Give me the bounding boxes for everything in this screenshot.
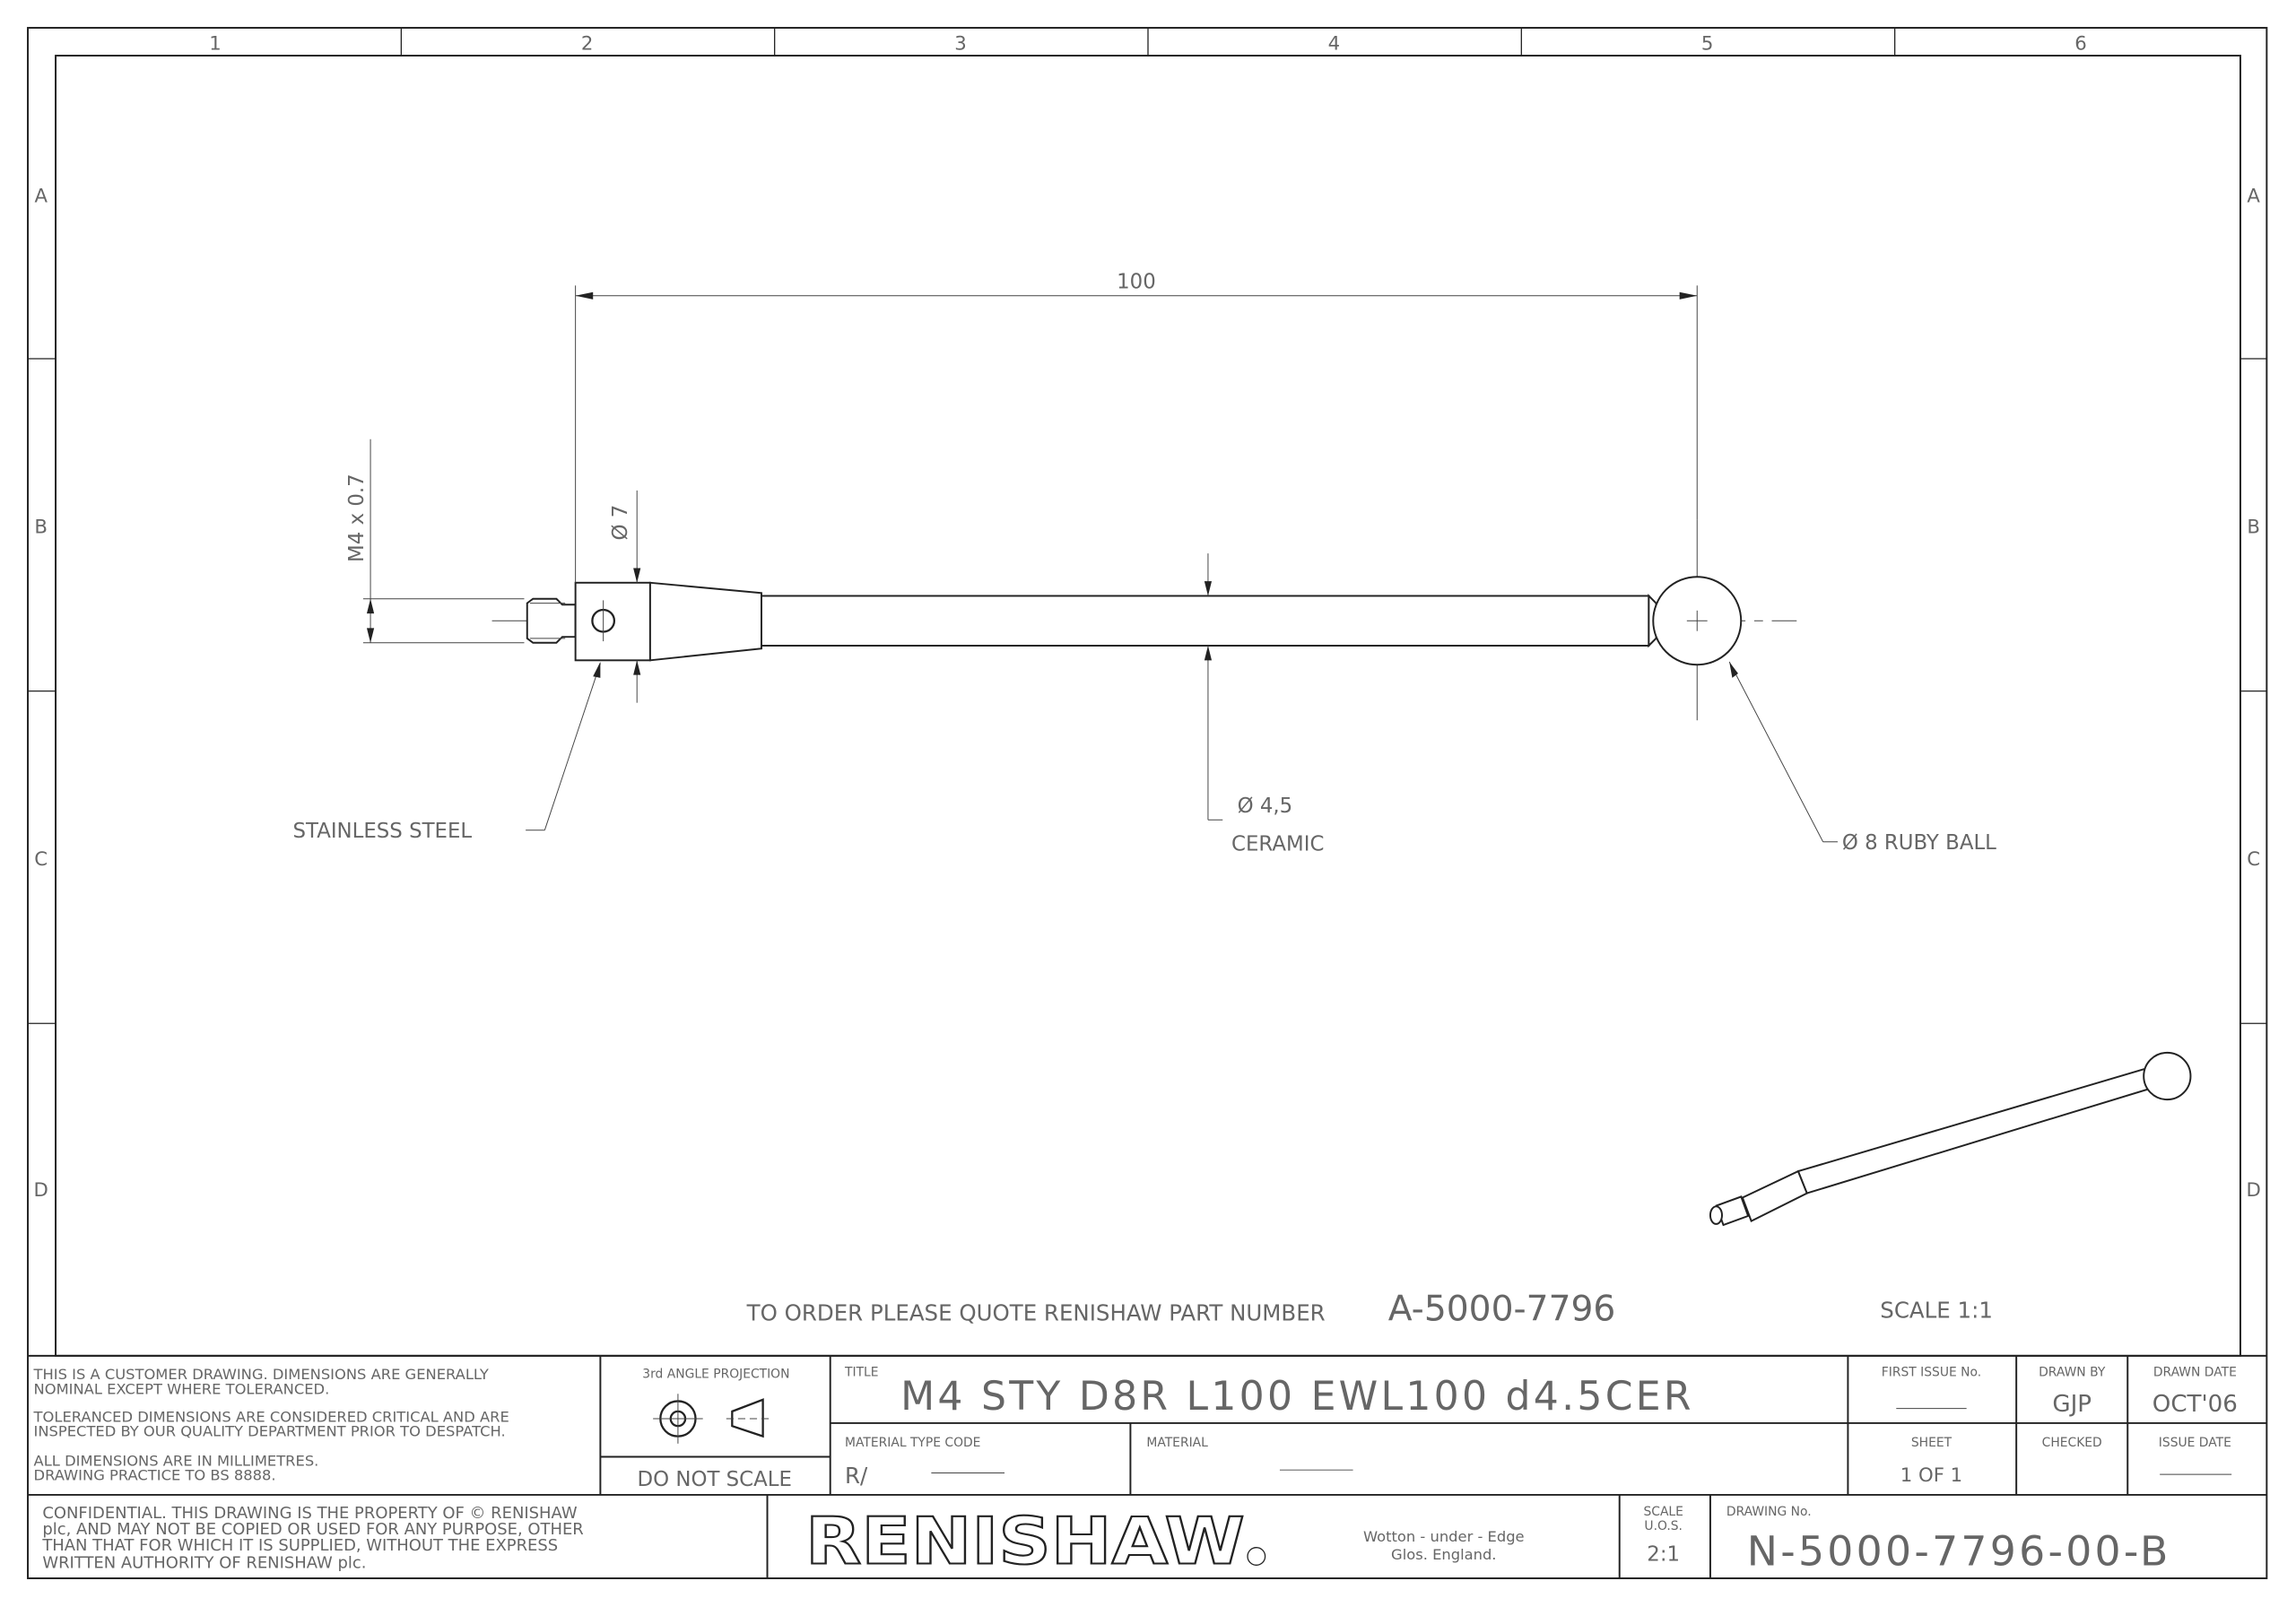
issue-date-label: ISSUE DATE bbox=[2159, 1436, 2231, 1450]
leader-body-material: STAINLESS STEEL bbox=[293, 661, 601, 843]
note-line: ALL DIMENSIONS ARE IN MILLIMETRES. bbox=[34, 1452, 319, 1469]
scale-note: SCALE 1:1 bbox=[1880, 1297, 1993, 1323]
projection-label: 3rd ANGLE PROJECTION bbox=[642, 1367, 789, 1381]
note-line: THIS IS A CUSTOMER DRAWING. DIMENSIONS A… bbox=[33, 1366, 489, 1383]
grid-row-label: B bbox=[2247, 516, 2260, 538]
drawn-by-label: DRAWN BY bbox=[2039, 1366, 2106, 1380]
title-block: THIS IS A CUSTOMER DRAWING. DIMENSIONS A… bbox=[28, 1354, 2267, 1580]
grid-col-label: 2 bbox=[581, 33, 594, 56]
note-line: INSPECTED BY OUR QUALITY DEPARTMENT PRIO… bbox=[34, 1423, 506, 1440]
dimension-text: M4 x 0.7 bbox=[345, 473, 369, 562]
title-label: TITLE bbox=[844, 1366, 879, 1380]
dimension-text: Ø 7 bbox=[609, 505, 632, 541]
stylus-side-view bbox=[491, 519, 1797, 721]
scale-label: SCALE bbox=[1643, 1505, 1683, 1519]
grid-col-label: 4 bbox=[1328, 33, 1341, 56]
dimension-stem-diameter: Ø 4,5 CERAMIC bbox=[1204, 553, 1324, 856]
confidential-line: THAN THAT FOR WHICH IT IS SUPPLIED, WITH… bbox=[41, 1536, 558, 1555]
drawn-date: OCT'06 bbox=[2152, 1391, 2238, 1418]
checked-label: CHECKED bbox=[2042, 1436, 2102, 1450]
dimension-text: Ø 4,5 bbox=[1238, 795, 1293, 818]
renishaw-logo: RENISHAW bbox=[805, 1504, 1245, 1579]
material-callout: CERAMIC bbox=[1231, 833, 1324, 856]
material-callout: STAINLESS STEEL bbox=[293, 820, 473, 843]
note-line: TOLERANCED DIMENSIONS ARE CONSIDERED CRI… bbox=[33, 1408, 509, 1425]
grid-row-label: B bbox=[34, 516, 48, 538]
material-callout: Ø 8 RUBY BALL bbox=[1842, 831, 1996, 855]
dimension-thread: M4 x 0.7 bbox=[345, 439, 525, 644]
grid-col-label: 5 bbox=[1701, 33, 1714, 56]
drawn-date-label: DRAWN DATE bbox=[2153, 1366, 2237, 1380]
leader-ball: Ø 8 RUBY BALL bbox=[1728, 661, 1996, 855]
grid-row-label: A bbox=[34, 185, 48, 207]
confidential-line: CONFIDENTIAL. THIS DRAWING IS THE PROPER… bbox=[42, 1504, 577, 1523]
third-angle-projection-icon bbox=[653, 1394, 770, 1444]
material-type-code-label: MATERIAL TYPE CODE bbox=[845, 1436, 980, 1450]
order-instruction: TO ORDER PLEASE QUOTE RENISHAW PART NUMB… bbox=[746, 1300, 1326, 1326]
grid-col-label: 1 bbox=[209, 33, 222, 56]
dimension-overall-length: 100 bbox=[575, 271, 1698, 583]
confidential-line: WRITTEN AUTHORITY OF RENISHAW plc. bbox=[42, 1554, 366, 1573]
grid-row-label: D bbox=[34, 1179, 48, 1202]
grid-row-label: C bbox=[2247, 848, 2260, 871]
confidential-line: plc, AND MAY NOT BE COPIED OR USED FOR A… bbox=[42, 1520, 583, 1539]
address-line: Wotton - under - Edge bbox=[1363, 1528, 1525, 1545]
dimension-text: 100 bbox=[1117, 271, 1156, 294]
grid-row-label: A bbox=[2247, 185, 2260, 207]
drawn-by: GJP bbox=[2052, 1391, 2092, 1418]
part-number: A-5000-7796 bbox=[1388, 1290, 1616, 1330]
grid-row-label: C bbox=[34, 848, 48, 871]
do-not-scale: DO NOT SCALE bbox=[638, 1468, 792, 1491]
stylus-isometric-view bbox=[1709, 1051, 2192, 1227]
material-type-code: R/ bbox=[845, 1463, 868, 1489]
first-issue-label: FIRST ISSUE No. bbox=[1882, 1366, 1981, 1380]
address-line: Glos. England. bbox=[1391, 1546, 1496, 1563]
drawing-title: M4 STY D8R L100 EWL100 d4.5CER bbox=[900, 1374, 1694, 1420]
scale-label: U.O.S. bbox=[1644, 1519, 1683, 1533]
sheet-label: SHEET bbox=[1911, 1436, 1952, 1450]
sheet-number: 1 OF 1 bbox=[1900, 1464, 1962, 1487]
registered-mark-icon bbox=[1247, 1547, 1266, 1566]
note-line: NOMINAL EXCEPT WHERE TOLERANCED. bbox=[34, 1380, 330, 1397]
grid-col-label: 6 bbox=[2074, 33, 2087, 56]
grid-col-label: 3 bbox=[954, 33, 967, 56]
material-label: MATERIAL bbox=[1146, 1436, 1208, 1450]
grid-row-label: D bbox=[2246, 1179, 2260, 1202]
drawing-no-label: DRAWING No. bbox=[1726, 1505, 1812, 1519]
drawing-number: N-5000-7796-00-B bbox=[1747, 1527, 2171, 1575]
dimension-body-diameter: Ø 7 bbox=[609, 490, 641, 703]
drawing-frame: 1 2 3 4 5 6 A B C D A B C D bbox=[27, 27, 2268, 1579]
note-line: DRAWING PRACTICE TO BS 8888. bbox=[34, 1467, 276, 1484]
scale-value: 2:1 bbox=[1647, 1542, 1680, 1566]
